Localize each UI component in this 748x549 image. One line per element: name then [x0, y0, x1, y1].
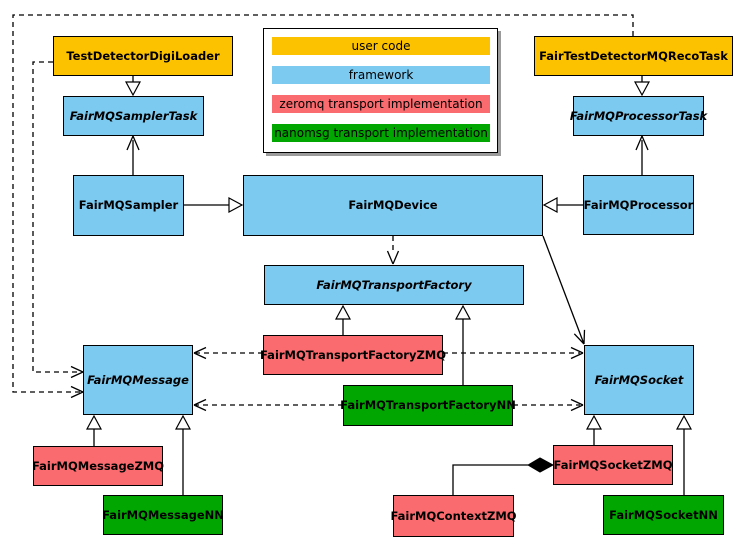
class-label: FairMQSamplerTask [69, 108, 198, 123]
class-node-fairmqtransportfactoryzmq: FairMQTransportFactoryZMQ [260, 335, 447, 375]
edge-inheritance-digiloader-samplertask [124, 76, 142, 97]
legend-item-zeromq: zeromq transport implementation [272, 95, 490, 113]
edge-inheritance-sampler-device [184, 196, 244, 214]
class-label: FairTestDetectorMQRecoTask [539, 48, 728, 63]
class-node-fairmqprocessortask: FairMQProcessorTask [569, 96, 708, 136]
class-label: FairMQMessage [87, 372, 189, 387]
legend-item-user-code: user code [272, 37, 490, 55]
class-node-fairmqmessagezmq: FairMQMessageZMQ [31, 446, 165, 486]
edge-dependency-recotask-message [12, 14, 634, 399]
edge-dependency-factoryzmq-socket [443, 346, 584, 360]
legend-item-framework: framework [272, 66, 490, 84]
class-label: FairMQProcessor [583, 197, 694, 212]
edge-inheritance-socketnn-socket [675, 414, 693, 495]
class-node-fairmqsamplertask: FairMQSamplerTask [63, 96, 204, 136]
class-label: FairMQDevice [348, 198, 438, 213]
edge-association-device-socket [542, 235, 586, 345]
class-node-fairmqsocketnn: FairMQSocketNN [603, 495, 724, 535]
class-node-fairmqprocessor: FairMQProcessor [583, 175, 694, 235]
class-node-fairmqsocketzmq: FairMQSocketZMQ [553, 445, 673, 485]
edge-inheritance-socketzmq-socket [585, 414, 603, 445]
class-node-fairmqmessage: FairMQMessage [83, 345, 193, 415]
class-label: FairMQContextZMQ [390, 508, 517, 523]
edge-dependency-digiloader-message [32, 61, 84, 379]
class-node-testdetectordigiloader: TestDetectorDigiLoader [53, 36, 233, 76]
class-label: FairMQTransportFactoryZMQ [260, 347, 447, 362]
edge-inheritance-messagezmq-message [85, 414, 103, 446]
edge-inheritance-factoryzmq-transportfactory [334, 304, 352, 335]
class-node-fairmqsocket: FairMQSocket [584, 345, 694, 415]
legend-item-nanomsg: nanomsg transport implementation [272, 124, 490, 142]
legend-panel: user code framework zeromq transport imp… [263, 28, 498, 153]
edge-dependency-device-transportfactory [386, 236, 400, 265]
edge-inheritance-messagenn-message [174, 414, 192, 495]
class-node-fairmqtransportfactorynn: FairMQTransportFactoryNN [340, 385, 516, 426]
class-node-fairtestdetectormqrecotask: FairTestDetectorMQRecoTask [534, 36, 733, 76]
class-label: FairMQSocket [594, 372, 684, 387]
edge-inheritance-processor-device [542, 196, 583, 214]
edge-composition-contextzmq-socketzmq [452, 457, 555, 495]
class-node-fairmqtransportfactory: FairMQTransportFactory [264, 265, 524, 305]
class-label: FairMQTransportFactory [316, 277, 472, 292]
edge-dependency-factorynn-socket [513, 398, 584, 412]
class-label: FairMQSampler [78, 198, 179, 213]
class-label: FairMQMessageNN [102, 507, 224, 522]
class-node-fairmqsampler: FairMQSampler [73, 175, 184, 236]
class-node-fairmqcontextzmq: FairMQContextZMQ [390, 495, 517, 537]
edge-dependency-factoryzmq-message [193, 346, 263, 360]
class-label: FairMQSocketNN [609, 507, 718, 522]
class-label: FairMQProcessorTask [569, 108, 708, 123]
edge-association-sampler-samplertask [126, 135, 140, 175]
edge-dependency-factorynn-message [193, 398, 343, 412]
edge-inheritance-recotask-processortask [633, 76, 651, 97]
class-node-fairmqmessagenn: FairMQMessageNN [102, 495, 224, 535]
class-label: FairMQMessageZMQ [31, 458, 165, 473]
class-label: FairMQSocketZMQ [553, 457, 673, 472]
edge-inheritance-factorynn-transportfactory [454, 304, 472, 385]
class-node-fairmqdevice: FairMQDevice [243, 175, 543, 236]
class-label: FairMQTransportFactoryNN [340, 398, 516, 413]
class-label: TestDetectorDigiLoader [66, 48, 220, 63]
edge-association-processor-processortask [635, 135, 649, 175]
